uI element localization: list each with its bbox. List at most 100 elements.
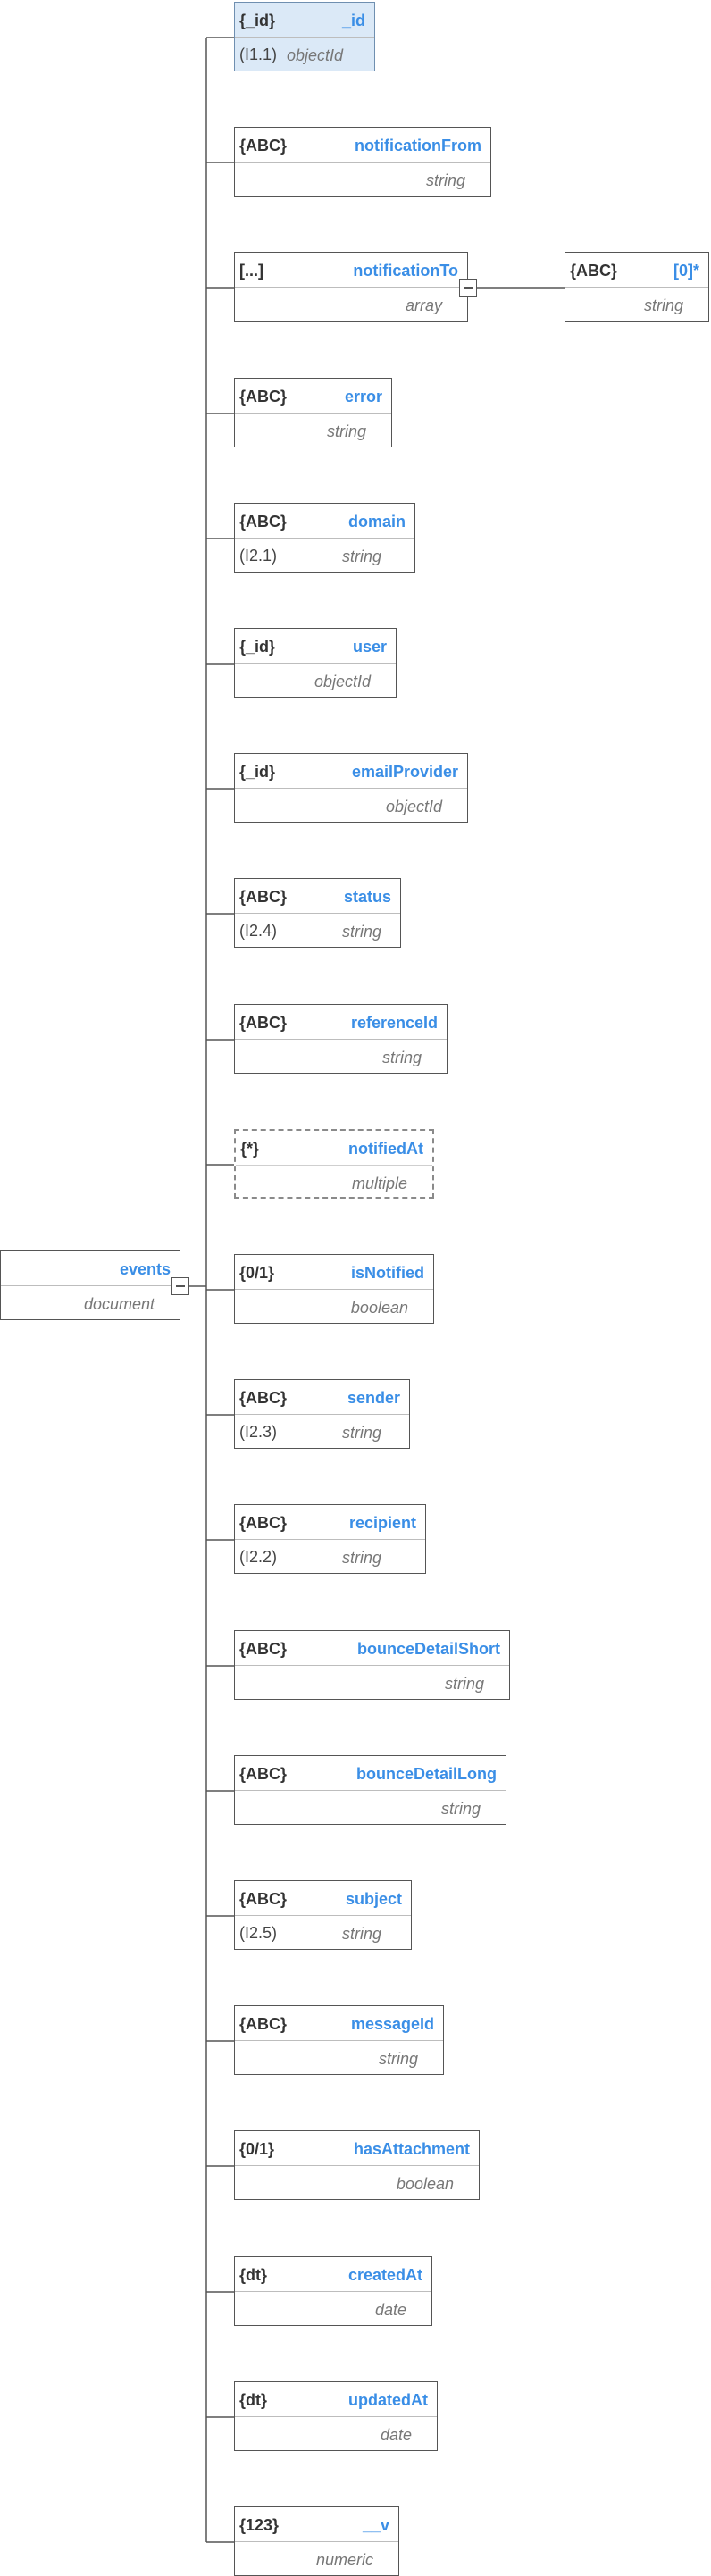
field-node-notificationFrom[interactable]: {ABC} notificationFrom string (234, 127, 491, 197)
field-footer: string (235, 163, 490, 197)
field-name: hasAttachment (353, 2140, 470, 2158)
field-type-badge: {ABC} (239, 1640, 288, 1658)
field-node-createdAt[interactable]: {dt} createdAt date (234, 2256, 432, 2326)
root-node-events[interactable]: events document (0, 1250, 180, 1320)
field-data-type: numeric (315, 2551, 373, 2569)
field-header: {ABC}error (235, 379, 391, 414)
field-data-type: string (342, 1549, 382, 1567)
field-data-type: string (440, 1800, 481, 1818)
field-footer: string (235, 1791, 506, 1825)
field-data-type: multiple (351, 1175, 407, 1192)
field-name: notificationTo (353, 262, 458, 280)
field-type-badge: [...] (239, 262, 263, 280)
field-data-type: objectId (287, 46, 344, 64)
field-name: notificationFrom (355, 137, 481, 155)
field-node-notificationTo[interactable]: [...] notificationTo array (234, 252, 468, 322)
collapse-toggle-notificationTo[interactable] (459, 279, 477, 297)
field-index: (I2.1) (239, 547, 278, 565)
field-type-badge: {ABC} (239, 1514, 288, 1532)
field-type-badge: {ABC} (239, 137, 288, 155)
field-data-type: objectId (314, 673, 371, 690)
field-footer: (I2.5)string (235, 1916, 411, 1950)
field-header: {ABC} subject (235, 1881, 411, 1916)
field-name: subject (345, 1890, 402, 1908)
field-footer: objectId (235, 789, 467, 823)
field-header: {ABC} bounceDetailShort (235, 1631, 509, 1666)
field-node-subject[interactable]: {ABC} subject (I2.5)string (234, 1880, 412, 1950)
field-type-badge: {ABC} (239, 1890, 288, 1908)
field-header: {0/1}isNotified (235, 1255, 433, 1290)
field-name: [0]* (673, 262, 699, 280)
field-data-type: date (374, 2301, 406, 2319)
field-data-type: string (381, 1049, 422, 1066)
field-type-badge: {ABC} (239, 1389, 288, 1407)
field-node-messageId[interactable]: {ABC}messageId string (234, 2005, 444, 2075)
field-name: isNotified (350, 1264, 424, 1282)
field-footer: boolean (235, 2166, 479, 2200)
field-type-badge: {ABC} (239, 1765, 288, 1783)
root-node-header: events (1, 1251, 180, 1286)
field-data-type: string (378, 2050, 418, 2068)
field-name: updatedAt (348, 2391, 428, 2409)
field-footer: date (235, 2417, 437, 2451)
field-name: bounceDetailShort (356, 1640, 500, 1658)
field-name: error (344, 388, 382, 406)
field-data-type: string (342, 548, 382, 565)
field-header: {dt} createdAt (235, 2257, 431, 2292)
field-node-id[interactable]: {_id}_id(I1.1)objectId (234, 2, 375, 71)
field-node-array-item[interactable]: {ABC}[0]* string (565, 252, 709, 322)
field-footer: (I2.3)string (235, 1415, 409, 1449)
field-data-type: string (643, 297, 683, 314)
field-type-badge: {_id} (239, 12, 276, 29)
field-header: {123}__v (235, 2507, 398, 2542)
field-node-domain[interactable]: {ABC}domain (I2.1) string (234, 503, 415, 573)
field-name: __v (362, 2516, 389, 2534)
field-header: {ABC}sender (235, 1380, 409, 1415)
field-name: messageId (350, 2015, 434, 2033)
field-index: (I1.1) (239, 46, 278, 63)
field-type-badge: {dt} (239, 2266, 267, 2284)
field-header: {ABC} status (235, 879, 400, 914)
field-name: status (343, 888, 391, 906)
field-header: {*} notifiedAt (236, 1131, 432, 1166)
field-footer: array (235, 288, 467, 322)
collapse-toggle-events[interactable] (171, 1277, 189, 1295)
field-node-status[interactable]: {ABC}status(I2.4)string (234, 878, 401, 948)
field-footer: string (235, 414, 391, 447)
field-header: {ABC}messageId (235, 2006, 443, 2041)
field-node-notifiedAt[interactable]: {*} notifiedAt multiple (234, 1129, 434, 1199)
field-data-type: string (342, 1424, 382, 1442)
field-data-type: string (342, 923, 382, 941)
field-header: {ABC}domain (235, 504, 414, 539)
field-footer: string (235, 1040, 447, 1074)
field-footer: multiple (236, 1166, 432, 1200)
field-index: (I2.5) (239, 1924, 278, 1942)
field-type-badge: {ABC} (239, 888, 288, 906)
field-node-sender[interactable]: {ABC}sender(I2.3)string (234, 1379, 410, 1449)
field-header: {0/1}hasAttachment (235, 2131, 479, 2166)
field-type-badge: {*} (240, 1140, 260, 1158)
field-data-type: boolean (396, 2175, 454, 2193)
field-node-recipient[interactable]: {ABC}recipient(I2.2)string (234, 1504, 426, 1574)
field-name: notifiedAt (348, 1140, 423, 1158)
field-name: user (352, 638, 387, 656)
field-node-referenceId[interactable]: {ABC}referenceId string (234, 1004, 448, 1074)
field-footer: string (235, 2041, 443, 2075)
field-header: {ABC}referenceId (235, 1005, 447, 1040)
field-name: createdAt (347, 2266, 422, 2284)
field-node-hasAttachment[interactable]: {0/1}hasAttachment boolean (234, 2130, 480, 2200)
field-header: {ABC}[0]* (565, 253, 708, 288)
field-index: (I2.2) (239, 1548, 278, 1566)
field-footer: (I1.1) objectId (235, 38, 374, 71)
field-data-type: string (425, 171, 465, 189)
field-data-type: objectId (385, 798, 442, 815)
